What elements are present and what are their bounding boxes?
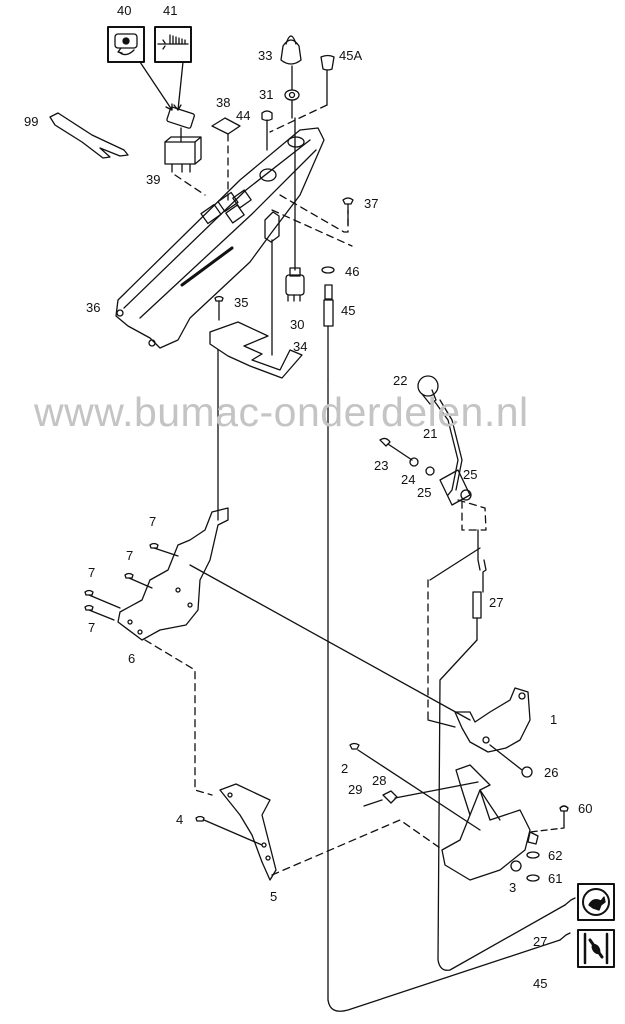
callout-1: 1 [550,712,558,727]
cable-adjust-icon [577,929,615,968]
callout-34: 34 [293,339,308,354]
work-light-icon [107,26,145,63]
watermark: www.bumac-onderdelen.nl [34,389,529,435]
callout-38: 38 [216,95,231,110]
callout-40: 40 [117,3,132,18]
callout-36: 36 [86,300,101,315]
callout-24: 24 [401,472,416,487]
callout-35: 35 [234,295,249,310]
callout-31: 31 [259,87,274,102]
callout-22: 22 [393,373,408,388]
callout-44: 44 [236,108,251,123]
callout-60: 60 [578,801,593,816]
callout-6: 6 [128,651,136,666]
callout-39: 39 [146,172,161,187]
callout-7-b: 7 [126,548,134,563]
callout-46: 46 [345,264,360,279]
callout-45-lower: 45 [533,976,548,991]
rabbit-fast-icon [577,883,615,921]
callout-7-a: 7 [149,514,157,529]
callout-7-d: 7 [88,620,96,635]
callout-30: 30 [290,317,305,332]
callout-2: 2 [341,761,349,776]
callout-21: 21 [423,426,438,441]
callout-62: 62 [548,848,563,863]
callout-45A: 45A [339,48,363,63]
callout-3: 3 [509,880,517,895]
cutting-height-icon [154,26,192,63]
callout-33: 33 [258,48,273,63]
callout-25-left: 25 [417,485,432,500]
callout-27-lower: 27 [533,934,548,949]
callout-61: 61 [548,871,563,886]
callout-5: 5 [270,889,278,904]
callout-26: 26 [544,765,559,780]
callout-99: 99 [24,114,39,129]
callout-29: 29 [348,782,363,797]
callout-25-right: 25 [463,467,478,482]
callout-23: 23 [374,458,389,473]
callout-4: 4 [176,812,184,827]
callout-45: 45 [341,303,356,318]
callout-28: 28 [372,773,387,788]
callout-41: 41 [163,3,178,18]
callout-27-upper: 27 [489,595,504,610]
callout-37: 37 [364,196,379,211]
callout-7-c: 7 [88,565,96,580]
